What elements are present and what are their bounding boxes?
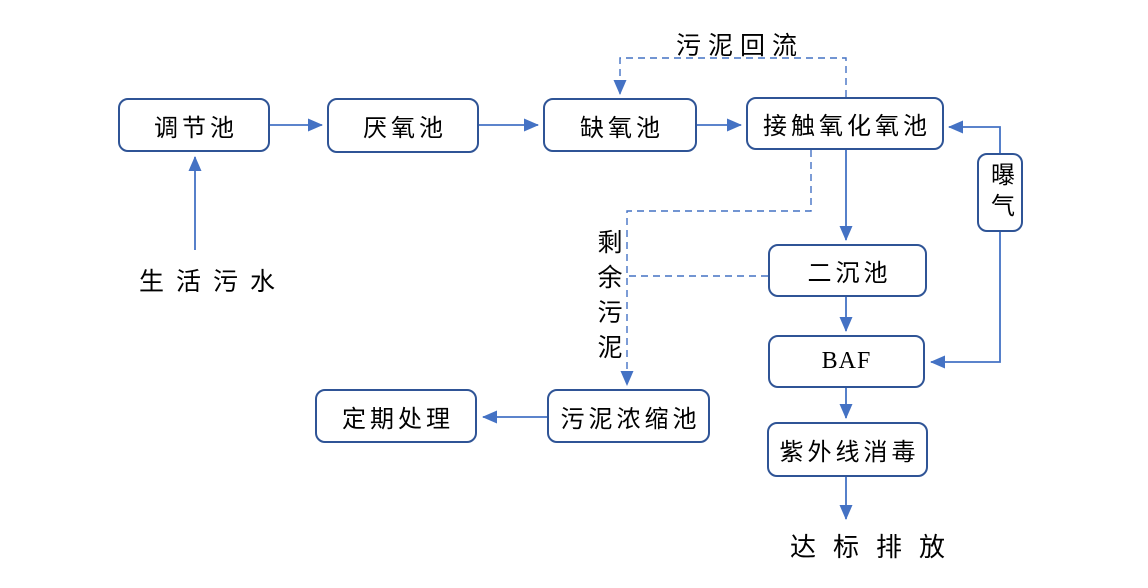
node-label: 厌氧池 bbox=[363, 116, 447, 142]
node-label: 污泥浓缩池 bbox=[560, 406, 701, 433]
node-periodic-treatment: 定期处理 bbox=[315, 389, 477, 443]
node-regulating-tank: 调节池 bbox=[118, 98, 270, 152]
node-baf: BAF bbox=[768, 335, 925, 388]
node-aeration: 曝气 bbox=[977, 153, 1023, 232]
label-standard-discharge: 达标排放 bbox=[790, 533, 963, 562]
node-secondary-sedimentation-tank: 二沉池 bbox=[768, 244, 927, 297]
label-sludge-return: 污泥回流 bbox=[676, 33, 805, 60]
node-label: 接触氧化氧池 bbox=[763, 114, 931, 140]
node-label: 二沉池 bbox=[807, 261, 892, 287]
edge-aeration-to-baf bbox=[930, 232, 1001, 369]
node-label: 缺氧池 bbox=[580, 115, 664, 142]
edge-excess-sludge-from-contact bbox=[620, 150, 812, 386]
node-label: 曝气 bbox=[986, 161, 1013, 224]
node-uv-disinfection: 紫外线消毒 bbox=[767, 422, 928, 477]
edge-aeration-to-contact bbox=[948, 120, 1001, 153]
label-domestic-sewage: 生活污水 bbox=[139, 269, 288, 296]
node-contact-oxidation-tank: 接触氧化氧池 bbox=[746, 97, 944, 150]
node-anoxic-tank: 缺氧池 bbox=[543, 98, 697, 152]
node-label: 定期处理 bbox=[342, 406, 454, 433]
node-anaerobic-tank: 厌氧池 bbox=[327, 98, 479, 153]
label-excess-sludge: 剩余污泥 bbox=[594, 229, 621, 369]
node-label: 紫外线消毒 bbox=[779, 440, 920, 466]
node-sludge-thickening-tank: 污泥浓缩池 bbox=[547, 389, 710, 443]
node-label: BAF bbox=[821, 348, 872, 374]
node-label: 调节池 bbox=[154, 115, 238, 142]
edge-sludge-return bbox=[613, 57, 847, 97]
